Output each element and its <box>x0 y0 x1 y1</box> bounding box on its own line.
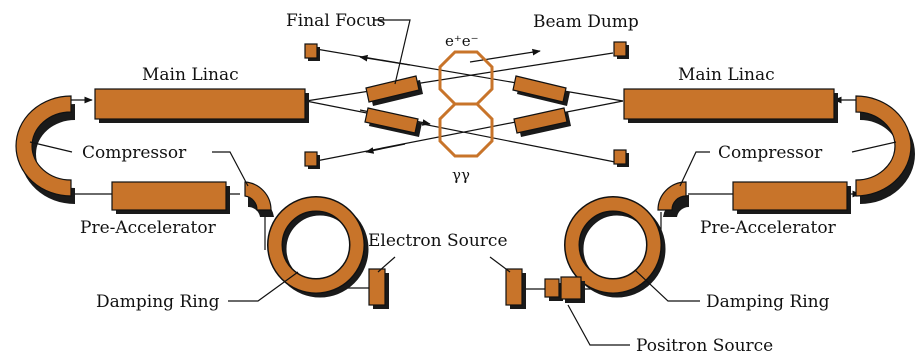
label-pre-accelerator-left: Pre-Accelerator <box>80 218 217 238</box>
damping-ring-right <box>564 196 666 298</box>
leader-lines <box>29 19 897 346</box>
label-final-focus: Final Focus <box>286 11 385 31</box>
beam-dumps <box>304 41 629 169</box>
label-electron-source: Electron Source <box>368 231 508 251</box>
compressor-small-left <box>244 181 274 217</box>
main-linac-left <box>94 88 309 123</box>
label-compressor-right: Compressor <box>718 143 823 163</box>
label-gamma-gamma: γγ <box>452 166 470 184</box>
label-pre-accelerator-right: Pre-Accelerator <box>700 218 837 238</box>
label-electron-positron: e⁺e⁻ <box>445 32 479 50</box>
damping-ring-left <box>267 196 369 298</box>
compressor-small-right <box>657 181 689 217</box>
electron-source-block <box>368 268 389 309</box>
compressor-arc-left <box>15 95 75 204</box>
pre-accelerator-left <box>111 181 230 214</box>
label-damping-ring-right: Damping Ring <box>706 292 830 312</box>
positron-target-block <box>505 268 526 309</box>
label-main-linac-left: Main Linac <box>142 65 239 85</box>
label-positron-source: Positron Source <box>636 336 773 356</box>
label-beam-dump: Beam Dump <box>533 12 639 32</box>
label-compressor-left: Compressor <box>82 143 187 163</box>
final-focus-magnets <box>364 75 571 137</box>
main-linac-right <box>623 88 838 123</box>
pre-accelerator-right <box>732 181 851 214</box>
label-damping-ring-left: Damping Ring <box>96 292 220 312</box>
compressor-arc-right <box>855 95 915 204</box>
interaction-octagons <box>438 50 494 158</box>
positron-source-blocks <box>544 276 585 303</box>
label-main-linac-right: Main Linac <box>678 65 775 85</box>
